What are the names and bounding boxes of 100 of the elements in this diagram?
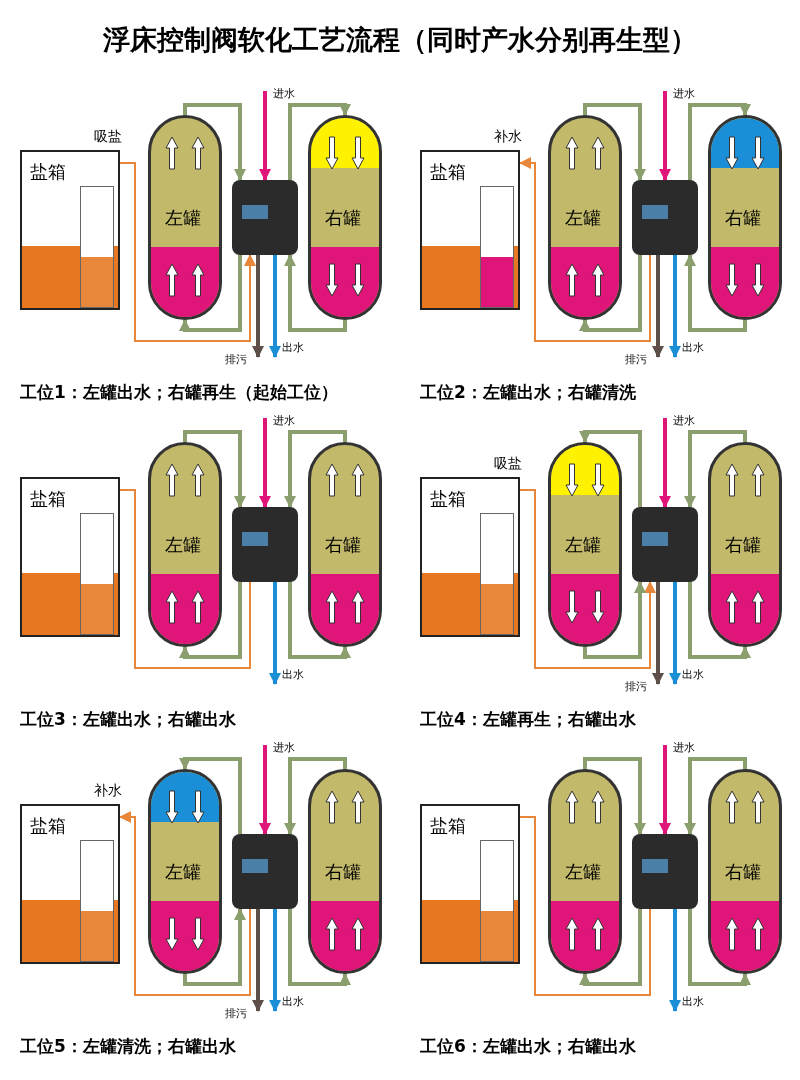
tank-label: 左罐 — [565, 206, 601, 230]
tank-label: 盐箱 — [430, 487, 466, 511]
tank-label: 盐箱 — [30, 814, 66, 838]
flow-arrow — [669, 909, 681, 1012]
pipe — [183, 908, 246, 986]
control-valve — [232, 834, 298, 909]
pipe — [684, 254, 747, 332]
edge-label: 进水 — [672, 87, 696, 101]
pipe — [583, 757, 646, 835]
tank-label: 右罐 — [725, 860, 761, 884]
step-caption: 工位1：左罐出水；右罐再生（起始工位） — [20, 381, 338, 404]
pipe — [688, 103, 751, 180]
tank-label: 右罐 — [725, 533, 761, 557]
brine-line — [519, 816, 651, 996]
flow-arrow — [259, 745, 271, 835]
pipe — [183, 103, 246, 181]
salt-tank — [420, 804, 520, 964]
flow-arrow — [652, 582, 664, 685]
edge-label: 出水 — [281, 995, 305, 1009]
tank-label: 左罐 — [165, 206, 201, 230]
pipe — [579, 430, 642, 507]
edge-label: 排污 — [224, 353, 248, 367]
pipe — [288, 103, 351, 180]
flow-arrow — [252, 255, 264, 358]
pipe — [284, 430, 347, 508]
pipe — [684, 757, 747, 835]
edge-label: 出水 — [681, 668, 705, 682]
control-valve — [632, 834, 698, 909]
edge-label: 进水 — [672, 414, 696, 428]
tank-label: 盐箱 — [430, 160, 466, 184]
control-valve — [232, 507, 298, 582]
flow-arrow — [659, 91, 671, 181]
salt-tank — [420, 477, 520, 637]
pipe — [579, 255, 642, 332]
tank-label: 盐箱 — [30, 487, 66, 511]
edge-label: 排污 — [624, 353, 648, 367]
pipe — [183, 430, 246, 508]
edge-label: 出水 — [281, 668, 305, 682]
pipe — [179, 582, 242, 659]
pipe — [579, 909, 642, 986]
tank-label: 右罐 — [325, 206, 361, 230]
edge-label: 出水 — [681, 995, 705, 1009]
flow-arrow — [669, 582, 681, 685]
brine-line — [519, 157, 651, 342]
control-valve — [232, 180, 298, 255]
pipe — [688, 909, 751, 986]
step-caption: 工位3：左罐出水；右罐出水 — [20, 708, 236, 731]
flow-arrow — [659, 418, 671, 508]
edge-label: 排污 — [224, 1007, 248, 1021]
pipe — [688, 582, 751, 659]
pipe — [179, 757, 242, 834]
tank-label: 左罐 — [565, 533, 601, 557]
flow-arrow — [669, 255, 681, 358]
brine-line — [119, 489, 251, 669]
pipe — [284, 254, 347, 332]
step-caption: 工位4：左罐再生；右罐出水 — [420, 708, 636, 731]
flow-arrow — [652, 255, 664, 358]
tank-label: 左罐 — [565, 860, 601, 884]
control-valve — [632, 507, 698, 582]
flow-arrow — [659, 745, 671, 835]
salt-tank — [20, 150, 120, 310]
tank-label: 右罐 — [325, 860, 361, 884]
tank-label: 盐箱 — [30, 160, 66, 184]
edge-label: 补水 — [93, 783, 123, 797]
tank-label: 右罐 — [325, 533, 361, 557]
edge-label: 吸盐 — [493, 456, 523, 470]
edge-label: 进水 — [272, 414, 296, 428]
step-caption: 工位2：左罐出水；右罐清洗 — [420, 381, 636, 404]
flow-arrow — [259, 418, 271, 508]
salt-tank — [420, 150, 520, 310]
edge-label: 出水 — [281, 341, 305, 355]
tank-label: 左罐 — [165, 860, 201, 884]
brine-line — [519, 489, 656, 669]
edge-label: 进水 — [272, 87, 296, 101]
tank-label: 左罐 — [165, 533, 201, 557]
pipe — [583, 581, 646, 659]
pipe — [284, 757, 347, 835]
brine-line — [119, 811, 251, 996]
pipe — [288, 909, 351, 986]
title: 浮床控制阀软化工艺流程（同时产水分别再生型） — [102, 23, 698, 57]
edge-label: 排污 — [624, 680, 648, 694]
flow-arrow — [259, 91, 271, 181]
flow-arrow — [269, 255, 281, 358]
control-valve — [632, 180, 698, 255]
salt-tank — [20, 477, 120, 637]
pipe — [684, 430, 747, 508]
step-caption: 工位5：左罐清洗；右罐出水 — [20, 1035, 236, 1058]
edge-label: 补水 — [493, 129, 523, 143]
tank-label: 盐箱 — [430, 814, 466, 838]
flow-arrow — [269, 582, 281, 685]
flow-arrow — [269, 909, 281, 1012]
edge-label: 出水 — [681, 341, 705, 355]
edge-label: 吸盐 — [93, 129, 123, 143]
pipe — [583, 103, 646, 181]
brine-line — [119, 162, 256, 342]
tank-label: 右罐 — [725, 206, 761, 230]
pipe — [288, 582, 351, 659]
step-caption: 工位6：左罐出水；右罐出水 — [420, 1035, 636, 1058]
flow-arrow — [252, 909, 264, 1012]
salt-tank — [20, 804, 120, 964]
